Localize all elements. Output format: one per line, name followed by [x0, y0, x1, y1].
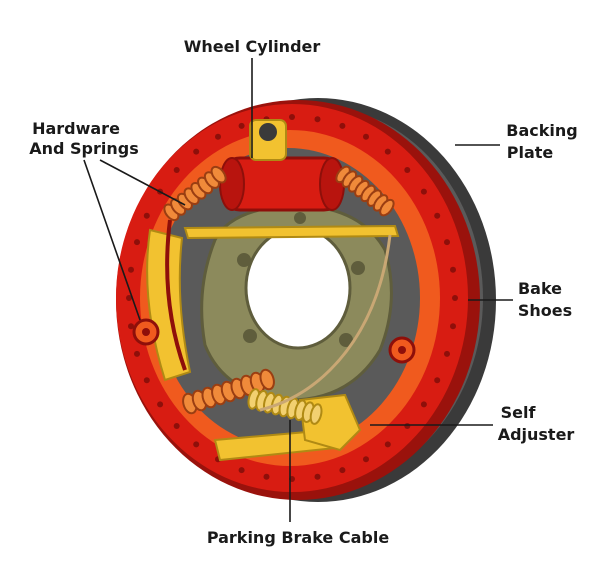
- shoe-rivet: [314, 116, 321, 123]
- shoe-rivet: [126, 295, 132, 301]
- shoe-rivet: [420, 401, 427, 408]
- shoe-rivet: [434, 377, 441, 384]
- label-parking-brake-cable: Parking Brake Cable: [207, 528, 390, 547]
- label-adjuster-line1: Self: [501, 403, 537, 422]
- shoe-rivet: [384, 441, 391, 448]
- shoe-rivet: [420, 188, 427, 195]
- shoe-rivet: [450, 266, 456, 273]
- shoe-rivet: [339, 122, 346, 129]
- shoe-rivet: [173, 167, 180, 173]
- shoe-rivet: [143, 377, 150, 384]
- label-shoes-line2: Shoes: [518, 301, 572, 320]
- label-hardware-line2: And Springs: [29, 139, 139, 158]
- self-adjuster-assembly: [182, 368, 362, 462]
- shoe-rivet: [134, 350, 140, 357]
- shoe-rivet: [452, 295, 458, 301]
- label-shoes-line1: Bake: [518, 279, 562, 298]
- shoe-rivet: [193, 148, 200, 155]
- leader-hardware-a: [83, 159, 141, 321]
- shoe-rivet: [263, 473, 270, 480]
- label-hardware-line1: Hardware: [32, 119, 120, 138]
- label-wheel-cylinder: Wheel Cylinder: [184, 37, 321, 56]
- shoe-rivet: [434, 212, 441, 219]
- leader-lines: [83, 58, 513, 522]
- shoe-rivet: [444, 239, 450, 246]
- shoe-rivet: [444, 350, 450, 357]
- shoe-rivet: [193, 441, 200, 448]
- shoe-rivet: [238, 122, 245, 129]
- shoe-rivet: [384, 148, 391, 155]
- label-adjuster-line2: Adjuster: [498, 425, 575, 444]
- shoe-rivet: [363, 456, 369, 463]
- shoe-rivet: [339, 467, 346, 474]
- shoe-rivet: [363, 133, 369, 140]
- spring-coil: [379, 198, 395, 217]
- leader-hardware-b: [99, 159, 186, 206]
- shoe-rivet: [134, 239, 140, 246]
- hold-down-pins: [132, 318, 416, 364]
- label-backing-line1: Backing: [506, 121, 577, 140]
- shoe-rivet: [404, 167, 411, 173]
- shoe-rivet: [128, 323, 134, 330]
- shoe-rivet: [314, 473, 321, 480]
- adjuster-link-bar: [183, 224, 400, 240]
- spring-coil: [309, 403, 323, 425]
- shoe-rivet: [404, 423, 411, 429]
- label-backing-line2: Plate: [507, 143, 554, 162]
- shoe-rivet: [215, 133, 221, 140]
- shoe-rivet: [157, 401, 164, 408]
- brake-shoe-left: [146, 219, 192, 382]
- shoe-rivet: [128, 266, 134, 273]
- shoe-rivet: [173, 423, 180, 429]
- parking-brake-cable-line: [259, 234, 392, 412]
- spring-coil: [210, 165, 227, 184]
- spring-coil: [259, 368, 275, 391]
- shoe-rivet: [238, 467, 245, 474]
- top-return-springs: [163, 165, 395, 222]
- shoe-rivet: [450, 323, 456, 330]
- shoe-rivet: [289, 114, 295, 120]
- shoe-rivet: [143, 212, 150, 219]
